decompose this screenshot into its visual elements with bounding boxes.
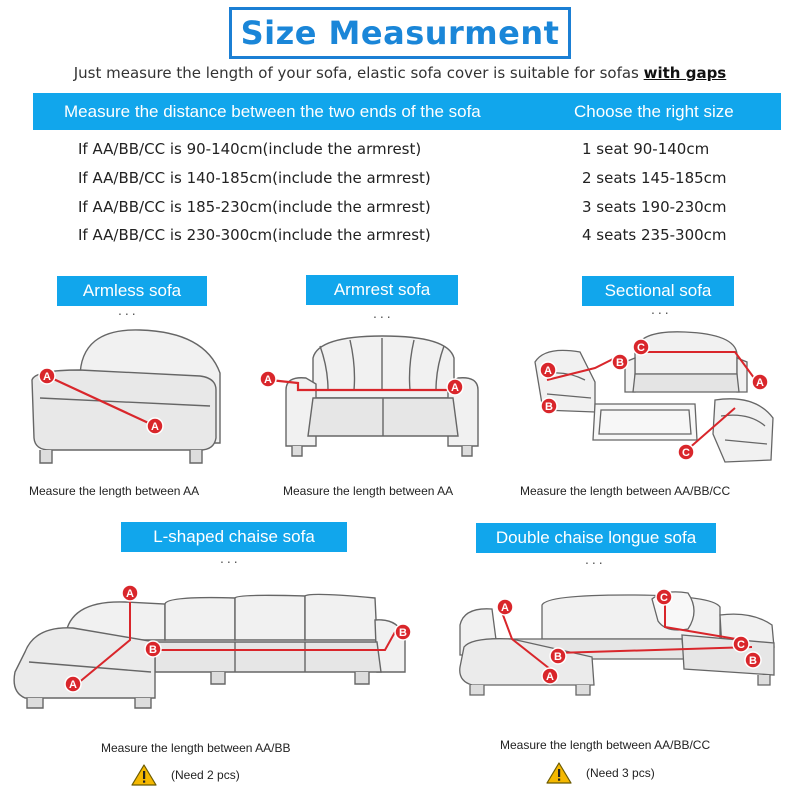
label-sectional-sofa: Sectional sofa [582,276,734,306]
marker-b: B [744,651,762,669]
marker-b: B [549,647,567,665]
dots: ... [585,551,606,567]
subtitle-emphasis: with gaps [643,64,727,82]
subtitle: Just measure the length of your sofa, el… [0,64,800,82]
marker-a: A [121,584,139,602]
marker-letter: C [660,592,668,604]
row-size: 3 seats 190-230cm [582,198,727,216]
marker-letter: B [616,357,624,369]
marker-letter: B [749,655,757,667]
table-header: Measure the distance between the two end… [33,93,781,130]
row-range: If AA/BB/CC is 230-300cm(include the arm… [78,226,431,244]
warning-need-3: (Need 3 pcs) [546,762,655,784]
marker-letter: B [554,651,562,663]
marker-b: B [611,353,629,371]
row-size: 1 seat 90-140cm [582,140,710,158]
caption-armrest: Measure the length between AA [283,484,454,498]
caption-double-chaise: Measure the length between AA/BB/CC [500,738,711,752]
label-text: Armless sofa [82,281,182,300]
marker-letter: A [546,671,554,683]
marker-letter: A [126,588,134,600]
marker-letter: C [637,342,645,354]
dots: ... [220,550,241,566]
marker-b: B [394,623,412,641]
label-double-chaise-sofa: Double chaise longue sofa [476,523,716,553]
row-range: If AA/BB/CC is 185-230cm(include the arm… [78,198,431,216]
marker-c: C [677,443,695,461]
row-size: 2 seats 145-185cm [582,169,727,187]
marker-a: A [539,361,557,379]
marker-a: A [146,417,164,435]
marker-letter: A [43,371,51,383]
row-range: If AA/BB/CC is 140-185cm(include the arm… [78,169,431,187]
marker-c: C [732,635,750,653]
label-text: L-shaped chaise sofa [153,527,315,546]
warning-icon [131,764,157,786]
warning-need-2: (Need 2 pcs) [131,764,240,786]
marker-a: A [259,370,277,388]
marker-c: C [632,338,650,356]
marker-a: A [64,675,82,693]
row-range: If AA/BB/CC is 90-140cm(include the armr… [78,140,422,158]
marker-letter: B [545,401,553,413]
page-title: Size Measurment [240,14,560,52]
armless-sofa-illustration [31,329,221,464]
table-row: If AA/BB/CC is 90-140cm(include the armr… [0,140,800,164]
label-l-shaped-sofa: L-shaped chaise sofa [121,522,347,552]
marker-letter: A [501,602,509,614]
marker-letter: C [737,639,745,651]
dots: ... [373,305,394,321]
label-text: Double chaise longue sofa [495,528,697,547]
marker-letter: A [151,421,159,433]
marker-a: A [751,373,769,391]
marker-letter: A [451,382,459,394]
marker-letter: B [149,644,157,656]
table-header-left: Measure the distance between the two end… [64,102,481,121]
marker-c: C [655,588,673,606]
marker-letter: B [399,627,407,639]
dots: ... [651,301,672,317]
table-row: If AA/BB/CC is 230-300cm(include the arm… [0,226,800,250]
table-row: If AA/BB/CC is 185-230cm(include the arm… [0,198,800,222]
marker-letter: A [756,377,764,389]
dots: ... [118,302,139,318]
label-text: Sectional sofa [604,281,712,300]
label-armrest-sofa: Armrest sofa [306,275,458,305]
double-chaise-sofa-illustration [459,591,775,696]
sectional-sofa-illustration [534,331,774,463]
armrest-sofa-illustration [269,335,479,457]
row-size: 4 seats 235-300cm [582,226,727,244]
caption-l-shaped: Measure the length between AA/BB [101,741,291,755]
marker-a: A [38,367,56,385]
warning-icon [546,762,572,784]
warning-text: (Need 2 pcs) [171,768,240,782]
caption-sectional: Measure the length between AA/BB/CC [520,484,731,498]
title-box: Size Measurment [229,7,571,59]
label-armless-sofa: Armless sofa [57,276,207,306]
marker-b: B [540,397,558,415]
l-shaped-sofa-illustration [13,593,406,709]
table-header-right: Choose the right size [574,102,734,121]
marker-a: A [496,598,514,616]
subtitle-text: Just measure the length of your sofa, el… [73,64,644,82]
label-text: Armrest sofa [333,280,431,299]
caption-armless: Measure the length between AA [29,484,200,498]
warning-text: (Need 3 pcs) [586,766,655,780]
marker-letter: A [69,679,77,691]
marker-b: B [144,640,162,658]
marker-letter: A [544,365,552,377]
marker-letter: C [682,447,690,459]
marker-a: A [541,667,559,685]
table-row: If AA/BB/CC is 140-185cm(include the arm… [0,169,800,193]
marker-a: A [446,378,464,396]
marker-letter: A [264,374,272,386]
